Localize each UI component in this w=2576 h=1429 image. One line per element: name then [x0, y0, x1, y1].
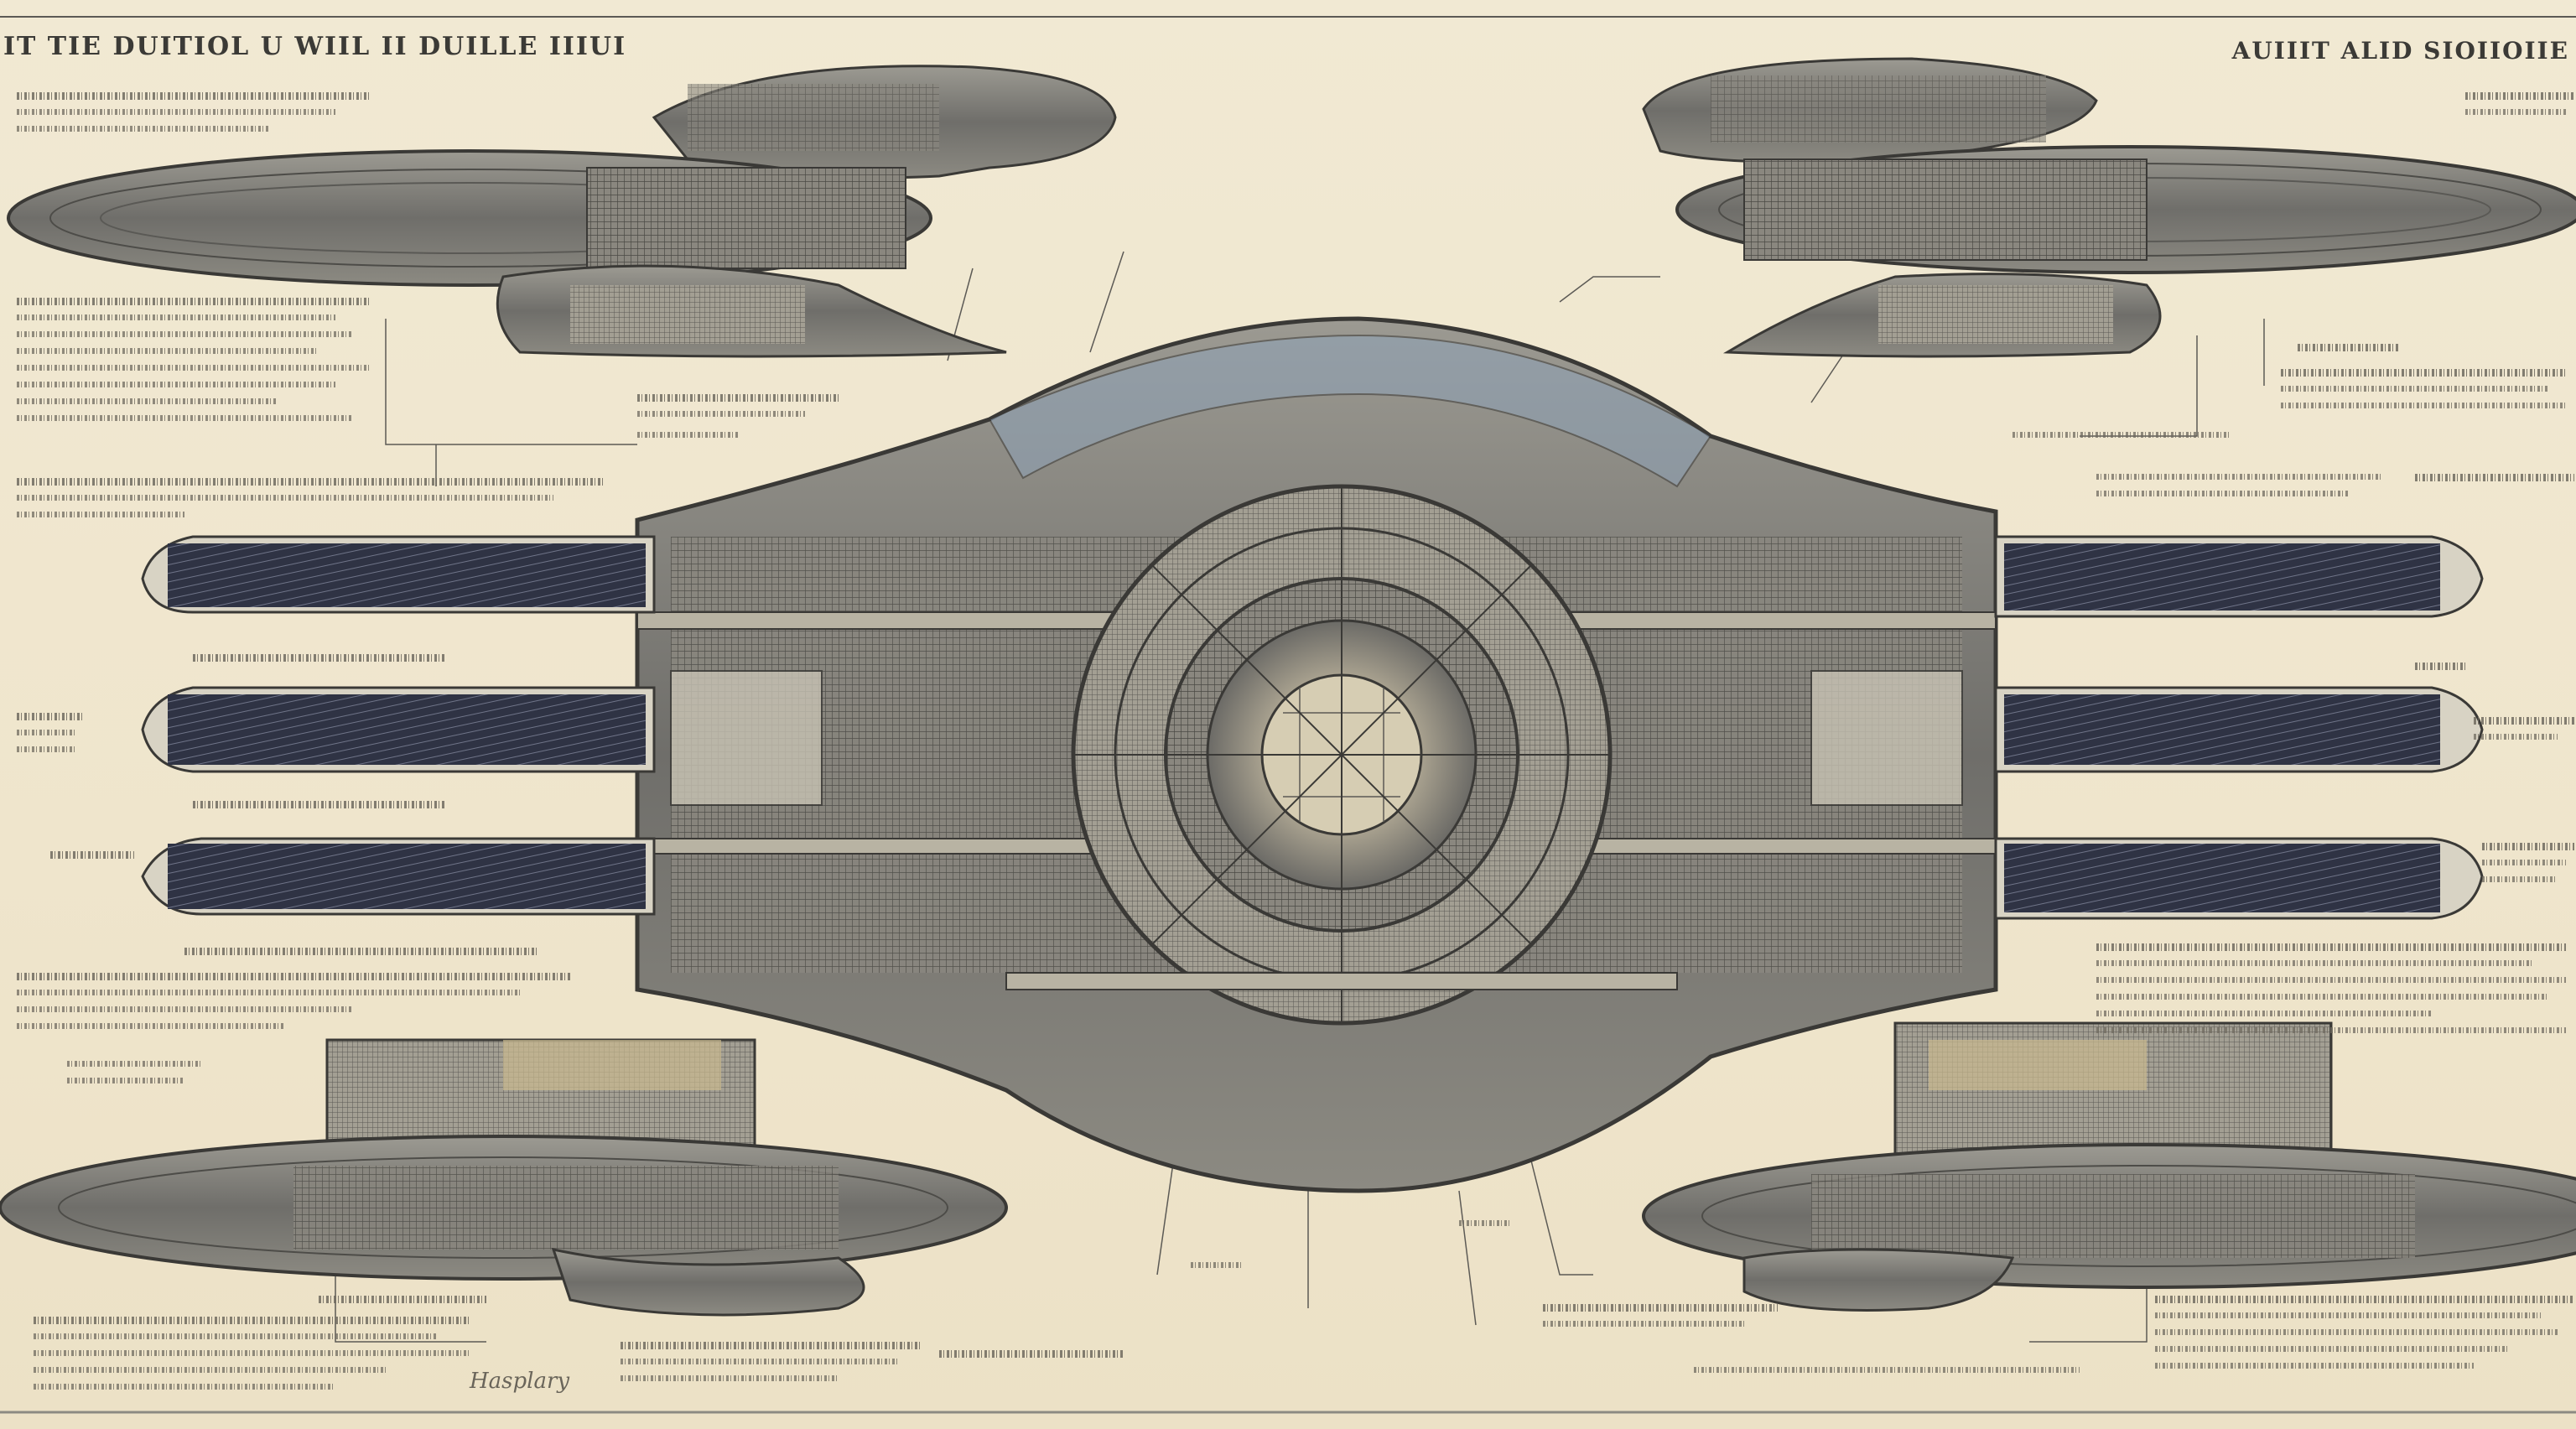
- artist-signature: Hasplary: [470, 1369, 570, 1394]
- lower-right-hull-module: [1642, 1021, 2576, 1312]
- sheet-header-right: AUIIIT ALID SIOIIOIIE: [2231, 37, 2569, 65]
- upper-right-hull-module: [1642, 57, 2576, 358]
- right-nacelles: [1994, 535, 2484, 920]
- central-hull: [635, 316, 1998, 1193]
- sheet-header-left: IT TIE DUITIOL U WIIL II DUILLE IIIUI: [3, 32, 627, 61]
- left-nacelles: [141, 535, 656, 916]
- upper-left-hull-module: [7, 65, 1117, 358]
- lower-left-hull-module: [0, 1038, 1008, 1317]
